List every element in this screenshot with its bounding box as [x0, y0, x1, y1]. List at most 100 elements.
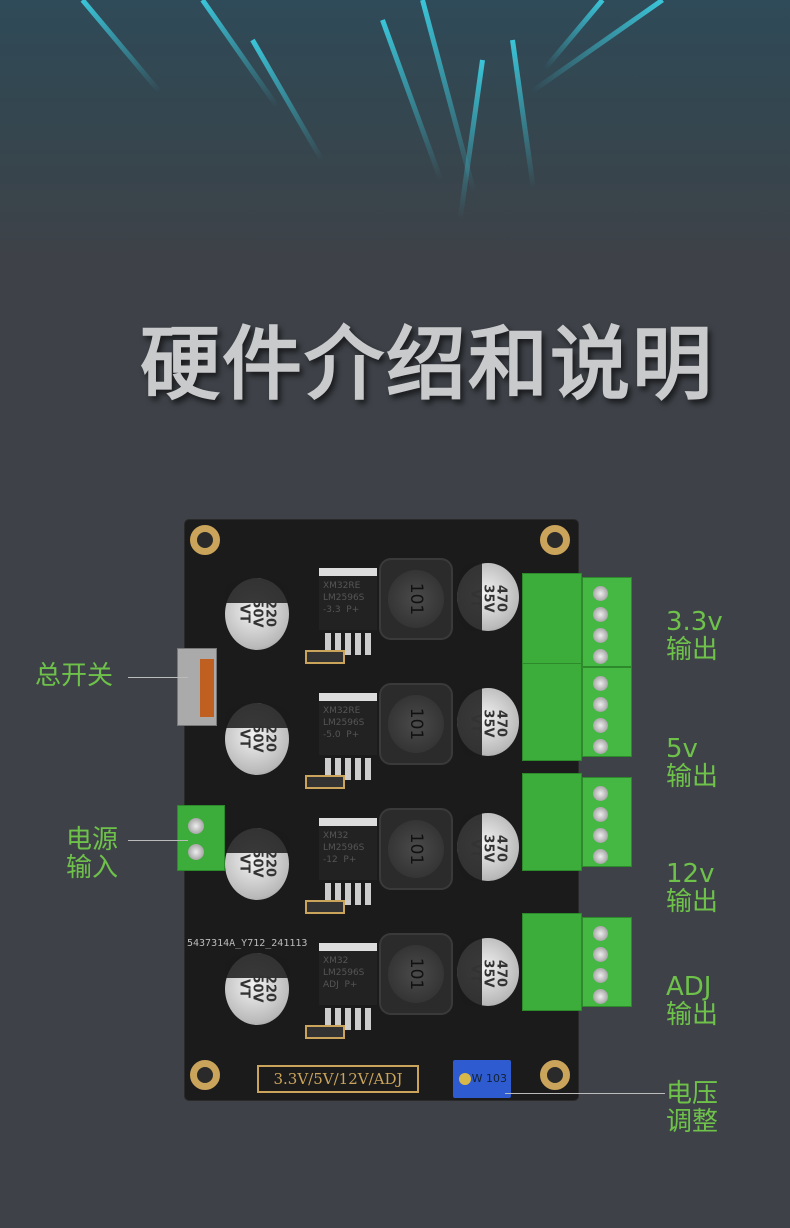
label-line: 调整	[666, 1107, 719, 1137]
terminal-screw[interactable]	[593, 989, 608, 1004]
label-line: 输出	[666, 1000, 719, 1030]
mounting-hole	[540, 1060, 570, 1090]
inductor-marking: 101	[405, 707, 426, 741]
regulator-channel: 220 50V VT XM32RE LM2596S -5.0 P+ 101 47…	[185, 663, 632, 789]
inductor-marking: 101	[405, 832, 426, 866]
ic-pins	[325, 633, 373, 655]
inductor: 101	[381, 685, 451, 763]
label-switch: 总开关	[35, 661, 114, 691]
terminal-screw[interactable]	[593, 968, 608, 983]
label-power-input: 电源输入	[66, 826, 118, 882]
diode	[305, 775, 345, 789]
mounting-hole	[190, 525, 220, 555]
power-input-terminal	[177, 805, 225, 871]
inductor: 101	[381, 560, 451, 638]
regulator-ic: XM32RE LM2596S -3.3 P+	[319, 568, 377, 630]
diode	[305, 650, 345, 664]
board-serial: 5437314A_Y712_241113	[187, 938, 308, 949]
ic-pins	[325, 1008, 373, 1030]
terminal-screw[interactable]	[593, 926, 608, 941]
terminal-screw[interactable]	[593, 739, 608, 754]
terminal-screw[interactable]	[593, 947, 608, 962]
terminal-screw[interactable]	[593, 649, 608, 664]
label-line: 输出	[666, 762, 719, 792]
capacitor-marking: 220 50V VT	[236, 724, 278, 753]
terminal-screw[interactable]	[593, 849, 608, 864]
inductor: 101	[381, 935, 451, 1013]
regulator-ic: XM32 LM2596S -12 P+	[319, 818, 377, 880]
regulator-channel: 220 50V VT XM32RE LM2596S -3.3 P+ 101 47…	[185, 538, 632, 671]
label-line: 12v	[666, 859, 715, 889]
terminal-screw[interactable]	[593, 628, 608, 643]
mounting-hole	[540, 525, 570, 555]
inductor-marking: 101	[405, 582, 426, 616]
terminal-screw[interactable]	[593, 586, 608, 601]
input-pointer-line	[128, 840, 188, 841]
regulator-channel: 220 50V VT XM32 LM2596S -12 P+ 101 470 3…	[185, 773, 632, 914]
terminal-screw[interactable]	[593, 697, 608, 712]
page-title: 硬件介绍和说明	[140, 318, 714, 411]
label-line: 输出	[666, 887, 719, 917]
input-capacitor: 220 50V VT	[225, 828, 289, 900]
output-terminal-block	[522, 913, 632, 1011]
switch-pointer-line	[128, 677, 188, 678]
ic-pins	[325, 883, 373, 905]
terminal-screw[interactable]	[593, 607, 608, 622]
diode	[305, 1025, 345, 1039]
output-terminal-block	[522, 573, 632, 671]
input-capacitor: 220 50V VT	[225, 578, 289, 650]
diode	[305, 900, 345, 914]
label-voltage-adjust: 电压调整	[666, 1080, 718, 1136]
ic-pins	[325, 758, 373, 780]
output-capacitor: 470 35V VT	[457, 688, 519, 756]
power-switch[interactable]	[177, 648, 217, 726]
light-ray	[80, 0, 162, 94]
capacitor-marking: 470 35V VT	[467, 834, 509, 863]
voltage-silkscreen: 3.3V/5V/12V/ADJ	[257, 1065, 419, 1093]
regulator-channel: 220 50V VT XM32 LM2596S ADJ P+ 101 470 3…	[185, 913, 632, 1039]
inductor-marking: 101	[405, 957, 426, 991]
label-line: 电源	[66, 825, 119, 855]
light-ray	[250, 38, 325, 163]
regulator-ic: XM32RE LM2596S -5.0 P+	[319, 693, 377, 755]
light-ray	[530, 0, 664, 94]
capacitor-marking: 220 50V VT	[236, 849, 278, 878]
capacitor-marking: 470 35V VT	[467, 959, 509, 988]
pcb-board: 5437314A_Y712_241113 3.3V/5V/12V/ADJ W 1…	[177, 520, 632, 1100]
label-line: 输出	[666, 635, 719, 665]
tech-background-banner	[0, 0, 790, 260]
light-ray	[200, 0, 280, 108]
label-line: 电压	[666, 1079, 719, 1109]
terminal-screw[interactable]	[593, 828, 608, 843]
capacitor-marking: 220 50V VT	[236, 599, 278, 628]
terminal-screw[interactable]	[593, 718, 608, 733]
terminal-screw[interactable]	[593, 786, 608, 801]
adjust-potentiometer[interactable]: W 103	[453, 1060, 511, 1098]
pot-label: W 103	[471, 1072, 507, 1085]
regulator-ic: XM32 LM2596S ADJ P+	[319, 943, 377, 1005]
adjust-pointer-line	[505, 1093, 665, 1094]
output-capacitor: 470 35V VT	[457, 938, 519, 1006]
label-line: ADJ	[666, 972, 712, 1002]
output-terminal-block	[522, 663, 632, 761]
label-line: 5v	[666, 734, 698, 764]
capacitor-marking: 220 50V VT	[236, 974, 278, 1003]
output-capacitor: 470 35V VT	[457, 563, 519, 631]
output-terminal-block	[522, 773, 632, 871]
output-capacitor: 470 35V VT	[457, 813, 519, 881]
light-ray	[510, 39, 536, 189]
label-line: 3.3v	[666, 607, 723, 637]
label-line: 输入	[66, 853, 119, 883]
capacitor-marking: 470 35V VT	[467, 709, 509, 738]
input-capacitor: 220 50V VT	[225, 703, 289, 775]
terminal-screw[interactable]	[593, 807, 608, 822]
terminal-screw[interactable]	[593, 676, 608, 691]
inductor: 101	[381, 810, 451, 888]
mounting-hole	[190, 1060, 220, 1090]
input-capacitor: 220 50V VT	[225, 953, 289, 1025]
capacitor-marking: 470 35V VT	[467, 584, 509, 613]
